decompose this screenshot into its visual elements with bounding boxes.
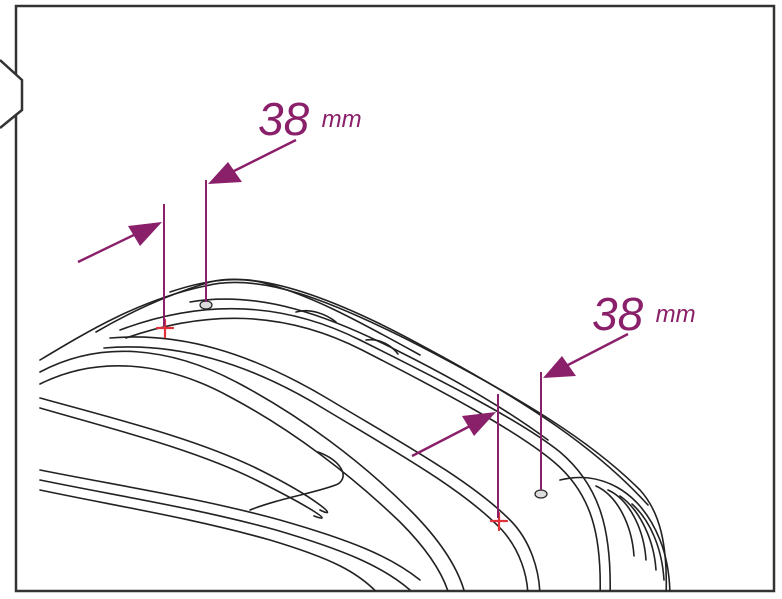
housing-recess-1 xyxy=(39,397,329,514)
housing-sweep-3 xyxy=(39,489,377,591)
housing-cap-edge xyxy=(559,476,671,591)
dimension-arrow-icon xyxy=(208,138,297,184)
housing-cap-rib-1 xyxy=(607,489,647,561)
housing-slot-2 xyxy=(365,338,399,355)
housing-groove-2 xyxy=(103,346,529,591)
frame xyxy=(0,4,776,593)
housing-cap-rib-2 xyxy=(619,495,657,571)
housing-sweep-1 xyxy=(39,469,421,581)
housing-recess-3 xyxy=(249,451,344,511)
housing-rim-edge-1 xyxy=(95,278,649,506)
housing-outer-rim xyxy=(39,281,668,591)
housing-cap-rib-4 xyxy=(595,485,635,557)
dimension-arrow-icon xyxy=(77,222,162,264)
screw-hole-icon xyxy=(199,300,213,310)
housing-slot xyxy=(295,309,337,323)
housing-shell-2 xyxy=(39,365,449,591)
housing-band-1 xyxy=(119,307,612,591)
svg-text:38 mm: 38 mm xyxy=(592,288,696,340)
dimension-arrow-icon xyxy=(543,332,629,378)
housing-groove-1 xyxy=(109,336,541,591)
housing-rim-edge-2 xyxy=(169,278,421,356)
dimension-value: 38 xyxy=(258,93,310,145)
housing-cap-rib-3 xyxy=(631,503,665,581)
dimension-left: 38 mm xyxy=(77,93,362,326)
housing-recess-2 xyxy=(39,407,323,519)
svg-text:38 mm: 38 mm xyxy=(258,93,362,145)
housing-shell-1 xyxy=(39,350,466,591)
housing-drawing xyxy=(39,278,671,591)
screw-hole-icon xyxy=(534,489,548,499)
housing-band-2 xyxy=(125,317,602,591)
dimension-right: 38 mm xyxy=(411,288,696,518)
dimension-arrow-icon xyxy=(411,412,496,458)
housing-sweep-2 xyxy=(39,479,411,591)
housing-band-3 xyxy=(189,298,549,441)
dimension-unit: mm xyxy=(656,301,696,328)
dimension-value: 38 xyxy=(592,288,644,340)
dimension-unit: mm xyxy=(322,106,362,133)
